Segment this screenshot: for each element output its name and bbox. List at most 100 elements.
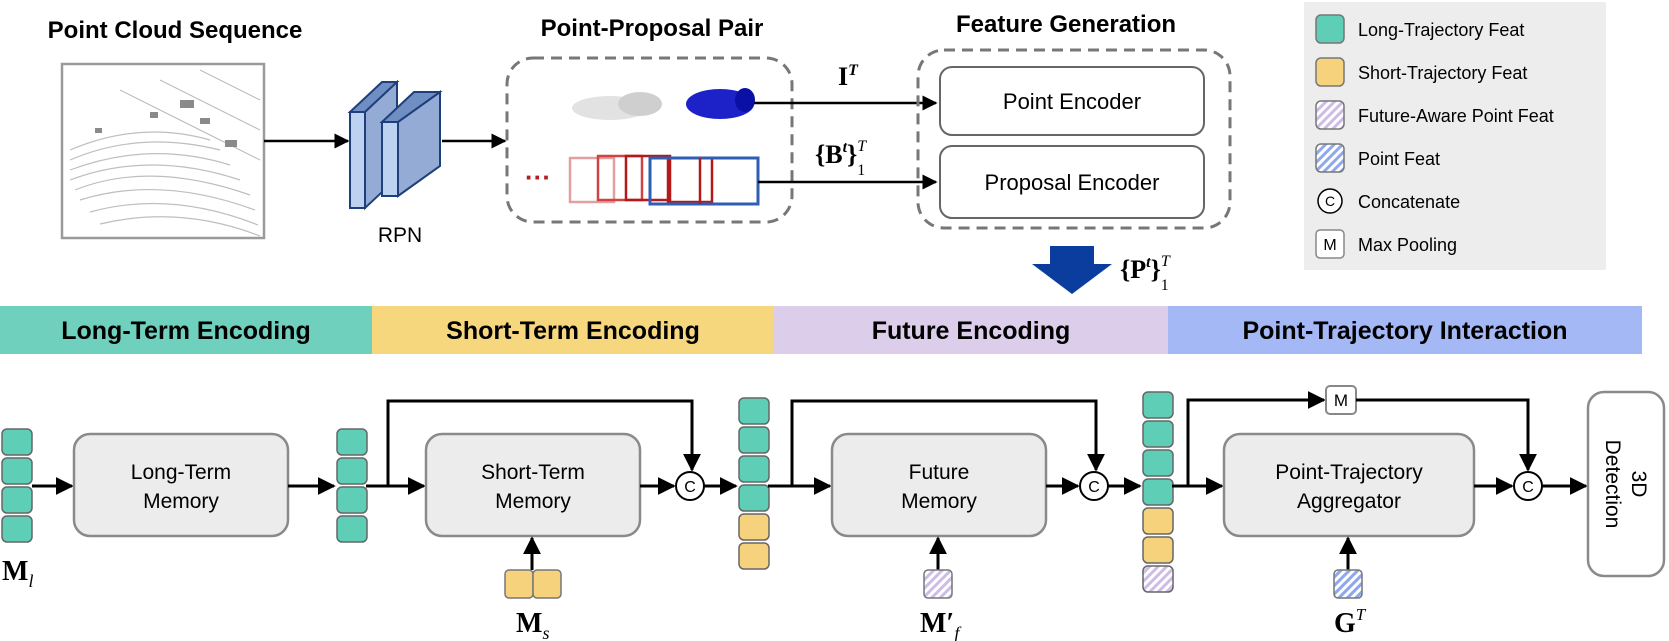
- stack-long-out-cell-2: [336, 457, 368, 485]
- stack-future-out-cell-5: [1142, 507, 1174, 535]
- legend-swatch-point: [1315, 143, 1345, 173]
- stack-ml-cell-4: [1, 515, 33, 543]
- banner-label-2: Short-Term Encoding: [446, 317, 700, 345]
- aggregator-line1: Point-Trajectory: [1275, 461, 1423, 484]
- legend-panel: [1304, 2, 1606, 270]
- legend-label-short: Short-Trajectory Feat: [1358, 63, 1527, 83]
- stack-ml-cell-2: [1, 457, 33, 485]
- concat-node-3-label: C: [1522, 479, 1534, 496]
- future-output-stack: [1142, 391, 1174, 593]
- down-arrow: [1032, 246, 1112, 294]
- point-encoder-box: [939, 66, 1205, 136]
- legend-label-concat: Concatenate: [1358, 192, 1460, 212]
- stack-short-out-cell-4: [738, 484, 770, 512]
- stack-short-out-cell-6: [738, 542, 770, 570]
- legend-swatch-concat-symbol: C: [1325, 193, 1335, 209]
- stack-long-out-cell-3: [336, 486, 368, 514]
- gt-cell: [1333, 569, 1363, 599]
- detection-box: [1586, 390, 1666, 578]
- legend-label-point: Point Feat: [1358, 149, 1440, 169]
- long-term-memory-box: [72, 432, 290, 538]
- legend-label-maxpool: Max Pooling: [1358, 235, 1457, 255]
- stack-future-out-cell-7: [1142, 565, 1174, 593]
- arrow-maxpool-to-concat3: [1356, 398, 1537, 472]
- ellipsis: ···: [525, 162, 551, 192]
- rpn-label: RPN: [378, 224, 422, 247]
- point-encoder-label: Point Encoder: [1003, 89, 1141, 114]
- legend-label-future: Future-Aware Point Feat: [1358, 106, 1554, 126]
- skip-arrow-1: [366, 399, 701, 488]
- banner-label-1: Long-Term Encoding: [61, 317, 311, 345]
- aggregator-line2: Aggregator: [1297, 490, 1401, 513]
- banner-label-3: Future Encoding: [872, 317, 1071, 345]
- stack-long-out-cell-4: [336, 515, 368, 543]
- short-output-stack: [738, 397, 770, 570]
- legend-swatch-long: [1315, 14, 1345, 44]
- detection-line1: 3D: [1627, 471, 1650, 498]
- concat-node-2-label: C: [1088, 479, 1100, 496]
- banner-label-4: Point-Trajectory Interaction: [1242, 317, 1567, 345]
- feature-dashed-box: [916, 48, 1232, 230]
- proposal-encoder-box: [939, 145, 1205, 219]
- short-memory-line2: Memory: [495, 490, 571, 513]
- stack-short-out-cell-3: [738, 455, 770, 483]
- future-memory-line1: Future: [909, 461, 970, 484]
- mf-cell: [923, 569, 953, 599]
- ms-cell-1: [504, 569, 534, 599]
- stack-short-out-cell-2: [738, 426, 770, 454]
- point-blob: [572, 88, 755, 120]
- stack-short-out-cell-5: [738, 513, 770, 541]
- point-cloud-image: [60, 62, 266, 240]
- long-output-stack: [336, 428, 368, 543]
- label-i-t: IT: [838, 62, 859, 91]
- proposal-boxes: [568, 154, 760, 206]
- stack-short-out-cell-1: [738, 397, 770, 425]
- concat-node-1-label: C: [684, 479, 696, 496]
- label-m-s: Ms: [516, 608, 549, 641]
- banner-bg-1: [0, 306, 372, 354]
- pair-dashed-box: [505, 56, 794, 224]
- stack-future-out-cell-4: [1142, 478, 1174, 506]
- feature-title: Feature Generation: [956, 11, 1176, 38]
- legend-swatch-concat: [1317, 188, 1343, 214]
- label-g-t: GT: [1334, 605, 1367, 639]
- legend-swatch-maxpool-symbol: M: [1323, 237, 1336, 254]
- stack-future-out-cell-2: [1142, 420, 1174, 448]
- stack-long-out-cell-1: [336, 428, 368, 456]
- aggregator-box: [1222, 432, 1476, 538]
- future-memory-line2: Memory: [901, 490, 977, 513]
- short-term-memory-box: [424, 432, 642, 538]
- banner-bg-3: [774, 306, 1168, 354]
- label-m-f: M′f: [920, 608, 962, 641]
- maxpool-node-label: M: [1334, 391, 1348, 410]
- legend-swatch-short: [1315, 57, 1345, 87]
- legend-label-long: Long-Trajectory Feat: [1358, 20, 1524, 40]
- stack-future-out-cell-6: [1142, 536, 1174, 564]
- proposal-encoder-label: Proposal Encoder: [985, 170, 1160, 195]
- skip-arrow-2: [768, 399, 1105, 488]
- legend-swatch-maxpool: [1315, 229, 1345, 259]
- arrow-to-maxpool: [1172, 391, 1326, 488]
- point-cloud-title: Point Cloud Sequence: [48, 17, 303, 44]
- detection-label: 3D Detection: [1601, 440, 1650, 529]
- stage-banners: Long-Term Encoding Short-Term Encoding Fut…: [0, 306, 1642, 354]
- stack-future-out-cell-3: [1142, 449, 1174, 477]
- banner-bg-2: [372, 306, 774, 354]
- detection-line2: Detection: [1601, 440, 1624, 529]
- label-m-l: Ml: [2, 556, 33, 591]
- ms-cell-2: [532, 569, 562, 599]
- banner-bg-4: [1168, 306, 1642, 354]
- short-memory-line1: Short-Term: [481, 461, 585, 484]
- input-stack-long: [1, 428, 33, 543]
- pair-title: Point-Proposal Pair: [541, 15, 764, 42]
- long-memory-line2: Memory: [143, 490, 219, 513]
- stack-ml-cell-3: [1, 486, 33, 514]
- legend-swatch-future: [1315, 100, 1345, 130]
- rpn-block: [347, 79, 443, 211]
- future-memory-box: [830, 432, 1048, 538]
